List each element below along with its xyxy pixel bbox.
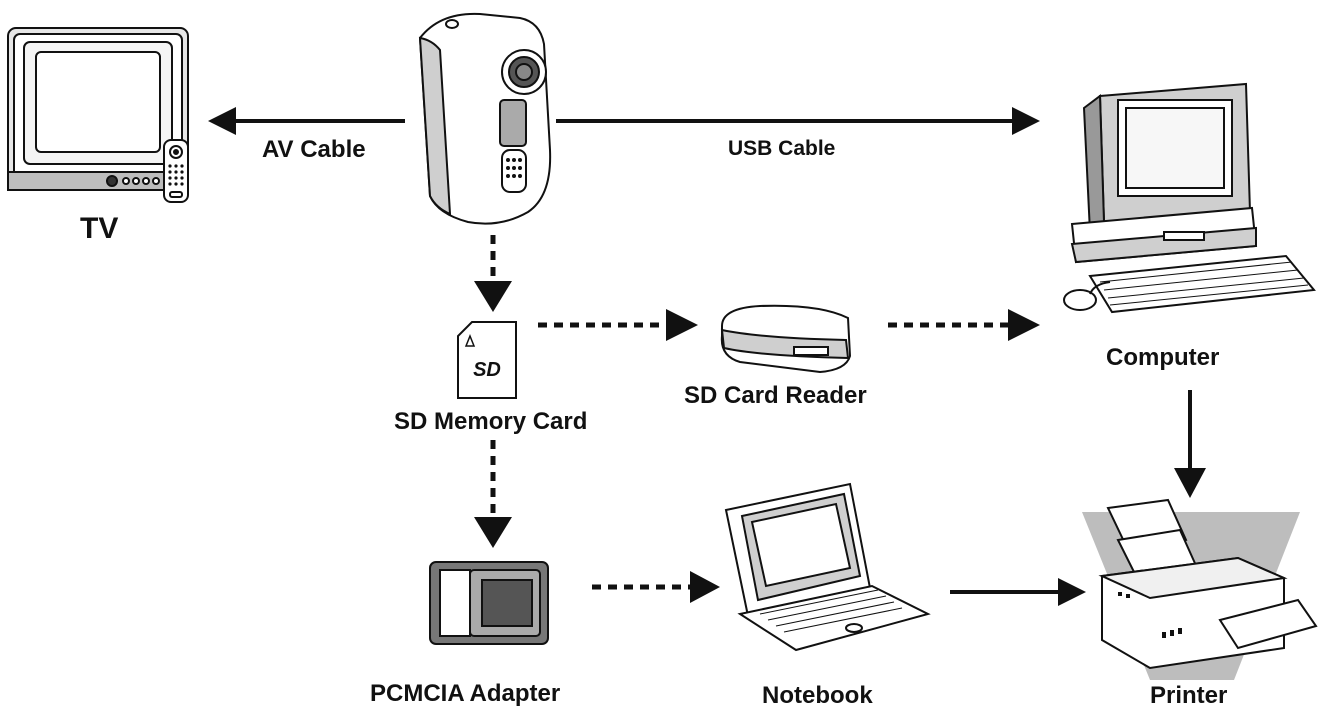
- pcmcia-adapter-icon: [429, 561, 549, 645]
- tv-label: TV: [80, 212, 119, 245]
- printer-label: Printer: [1150, 682, 1228, 709]
- pcmcia-to-notebook-arrow: [592, 571, 720, 603]
- sd-logo-text: SD: [473, 359, 501, 381]
- pcmcia-adapter-label: PCMCIA Adapter: [370, 680, 561, 707]
- usb-cable-arrow: [556, 107, 1040, 135]
- camera-to-sd-arrow: [474, 235, 512, 312]
- usb-cable-label: USB Cable: [728, 137, 836, 160]
- computer-icon: [1063, 82, 1316, 314]
- av-cable-arrow: [208, 107, 405, 135]
- av-cable-label: AV Cable: [262, 136, 366, 163]
- computer-to-printer-arrow: [1174, 390, 1206, 498]
- notebook-to-printer-arrow: [950, 578, 1086, 606]
- sd-to-reader-arrow: [538, 309, 698, 341]
- sd-card-reader-icon: [720, 304, 852, 374]
- connectors: [208, 107, 1206, 606]
- notebook-icon: [724, 482, 931, 652]
- sd-card-icon: SD: [457, 321, 517, 399]
- sd-memory-card-label: SD Memory Card: [394, 408, 588, 435]
- reader-to-computer-arrow: [888, 309, 1040, 341]
- sd-to-pcmcia-arrow: [474, 440, 512, 548]
- printer-icon: [1082, 498, 1318, 680]
- camcorder-icon: [418, 12, 552, 225]
- computer-label: Computer: [1106, 344, 1220, 371]
- notebook-label: Notebook: [762, 682, 873, 709]
- sd-card-reader-label: SD Card Reader: [684, 382, 867, 409]
- tv-icon: [7, 27, 189, 203]
